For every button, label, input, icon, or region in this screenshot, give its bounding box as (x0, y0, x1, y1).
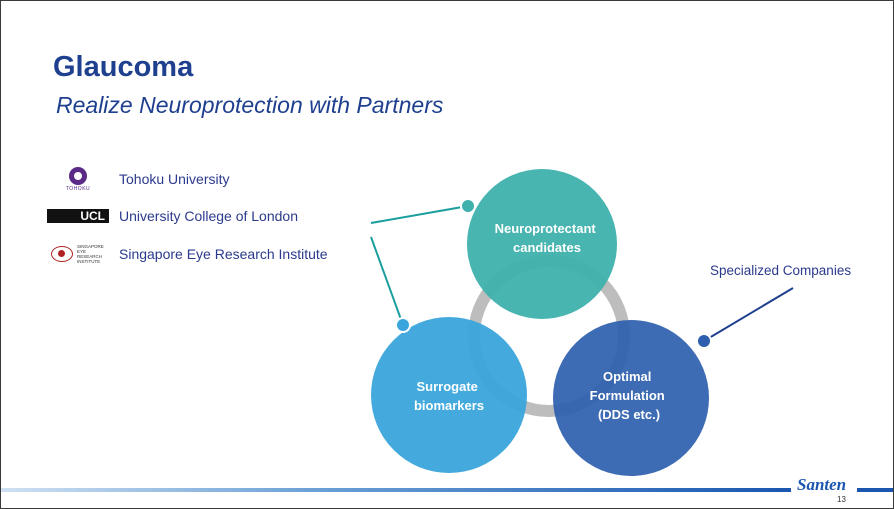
partner-name: University College of London (119, 208, 298, 224)
ucl-logo-text: UCL (47, 209, 109, 223)
label-line: Surrogate (416, 379, 477, 394)
tohoku-seal-icon (69, 166, 87, 185)
label-line: Optimal (603, 369, 651, 384)
connector-line (370, 236, 404, 326)
circle-formulation (553, 320, 709, 476)
partner-name: Singapore Eye Research Institute (119, 246, 328, 262)
partners-connector (370, 205, 469, 326)
connector-line (370, 205, 469, 224)
connector-dot (395, 317, 411, 333)
label-line: candidates (513, 240, 581, 255)
slide-subtitle: Realize Neuroprotection with Partners (56, 92, 444, 118)
circle-label-formulation: Optimal Formulation (DDS etc.) (590, 369, 669, 422)
label-line: Formulation (590, 388, 665, 403)
partner-name: Tohoku University (119, 171, 230, 187)
label-line: Neuroprotectant (495, 221, 597, 236)
label-line: biomarkers (414, 398, 484, 413)
page-number: 13 (837, 495, 846, 504)
ucl-logo: UCL (45, 203, 111, 229)
seri-logo-text: SINGAPORE EYE RESEARCH INSTITUTE (77, 244, 104, 264)
seri-logo: SINGAPORE EYE RESEARCH INSTITUTE (45, 241, 111, 267)
eye-icon (51, 246, 73, 262)
footer-band-right (857, 488, 893, 492)
circle-label-neuroprotectant: Neuroprotectant candidates (495, 221, 600, 255)
circle-surrogate (371, 317, 527, 473)
label-line: (DDS etc.) (598, 407, 660, 422)
companies-connector-line (703, 287, 794, 342)
santen-logo: Santen (797, 475, 847, 494)
circle-neuroprotectant (467, 169, 617, 319)
circle-label-surrogate: Surrogate biomarkers (414, 379, 484, 413)
footer-band (1, 488, 791, 492)
partner-seri: SINGAPORE EYE RESEARCH INSTITUTE Singapo… (45, 241, 328, 267)
partner-ucl: UCL University College of London (45, 203, 298, 229)
connector-dot (696, 333, 712, 349)
specialized-companies-label: Specialized Companies (710, 263, 852, 278)
partner-tohoku: TOHOKU Tohoku University (45, 166, 230, 192)
tohoku-university-logo: TOHOKU (45, 166, 111, 192)
slide-title: Glaucoma (53, 51, 194, 83)
connector-dot (460, 198, 476, 214)
tohoku-logo-text: TOHOKU (65, 185, 91, 192)
